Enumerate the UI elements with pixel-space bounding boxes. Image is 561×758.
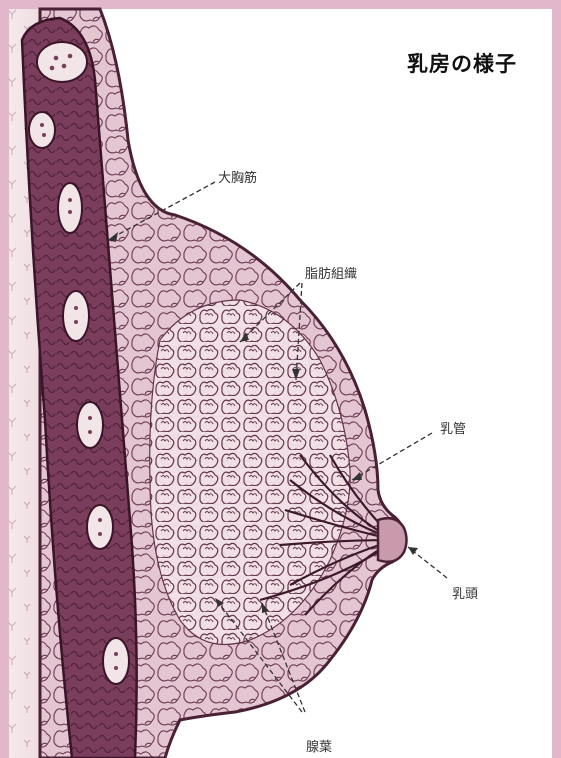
label-milk-duct: 乳管 (440, 418, 466, 437)
label-pectoralis-major: 大胸筋 (218, 167, 257, 186)
diagram-title: 乳房の様子 (407, 48, 517, 78)
label-nipple: 乳頭 (452, 583, 478, 602)
label-fat-tissue: 脂肪組織 (305, 263, 357, 282)
label-lobe: 腺葉 (306, 736, 332, 755)
nipple-shape (378, 518, 407, 562)
